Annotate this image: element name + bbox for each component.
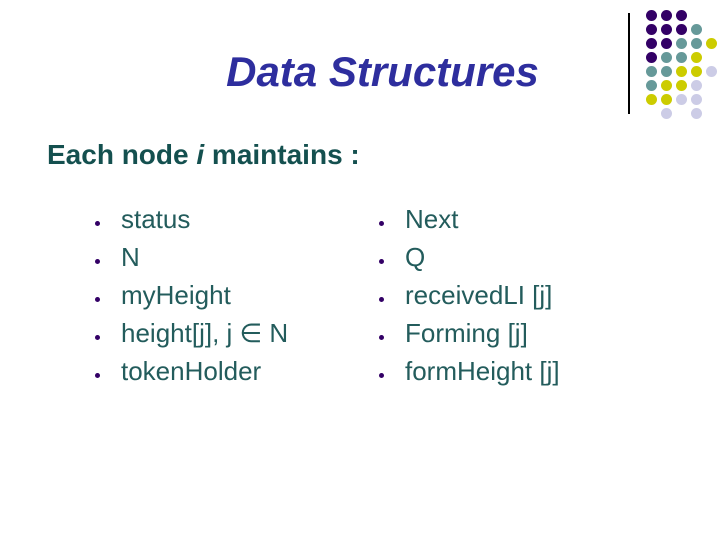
list-item: height[j], j ∈ N [95,314,288,352]
decorative-dot [646,10,657,21]
list-item-label: Forming [j] [405,318,528,348]
decorative-dot [646,80,657,91]
list-item-label: Q [405,242,426,272]
slide-title: Data Structures [226,48,539,95]
heading-suffix: maintains : [204,139,360,170]
bullet-icon [379,297,384,302]
list-item-label: Next [405,204,459,234]
list-item-label: status [121,204,191,234]
decorative-dot [691,66,702,77]
decorative-dot [646,66,657,77]
decorative-dot [676,94,687,105]
decorative-dot [676,80,687,91]
decorative-dot [646,24,657,35]
decorative-dot [676,38,687,49]
decorative-dot [661,94,672,105]
decorative-dot [661,38,672,49]
decorative-dot [646,52,657,63]
decorative-dot [706,66,717,77]
list-item-label: formHeight [j] [405,356,560,386]
decorative-dot [676,10,687,21]
list-item: Q [379,238,560,276]
decorative-dot [661,52,672,63]
bullet-icon [95,259,100,264]
list-item-label: N [121,242,140,272]
list-item-label: tokenHolder [121,356,262,386]
list-item: Forming [j] [379,314,560,352]
decorative-dot [676,52,687,63]
list-item-label: height[j], j ∈ N [121,318,289,348]
decorative-dot [691,52,702,63]
heading-emphasis: i [196,139,205,170]
decorative-dot [691,108,702,119]
decorative-dot [646,38,657,49]
decorative-dot [646,94,657,105]
decorative-dot [661,80,672,91]
decorative-dot [706,38,717,49]
decorative-dot [661,10,672,21]
bullet-icon [379,373,384,378]
bullet-icon [95,221,100,226]
decorative-dot [676,24,687,35]
list-item: receivedLI [j] [379,276,560,314]
bullet-icon [95,373,100,378]
decorative-dot [691,80,702,91]
list-item: N [95,238,288,276]
decorative-dot [661,108,672,119]
bullet-icon [95,297,100,302]
bullet-icon [379,259,384,264]
list-item: tokenHolder [95,352,288,390]
decorative-dot [691,38,702,49]
decorative-dot [661,66,672,77]
decorative-dot [676,66,687,77]
list-item: status [95,200,288,238]
list-item: formHeight [j] [379,352,560,390]
bullet-icon [379,335,384,340]
list-item: myHeight [95,276,288,314]
list-item-label: receivedLI [j] [405,280,553,310]
heading-prefix: Each node [47,139,197,170]
list-item-label: myHeight [121,280,231,310]
dot-cascade-decoration [646,10,720,120]
decorative-dot [691,94,702,105]
slide-heading: Each node i maintains : [47,139,360,171]
decorative-dot [661,24,672,35]
decorative-dot [691,24,702,35]
bullet-icon [95,335,100,340]
bullet-icon [379,221,384,226]
corner-rule [628,13,630,114]
list-item: Next [379,200,560,238]
